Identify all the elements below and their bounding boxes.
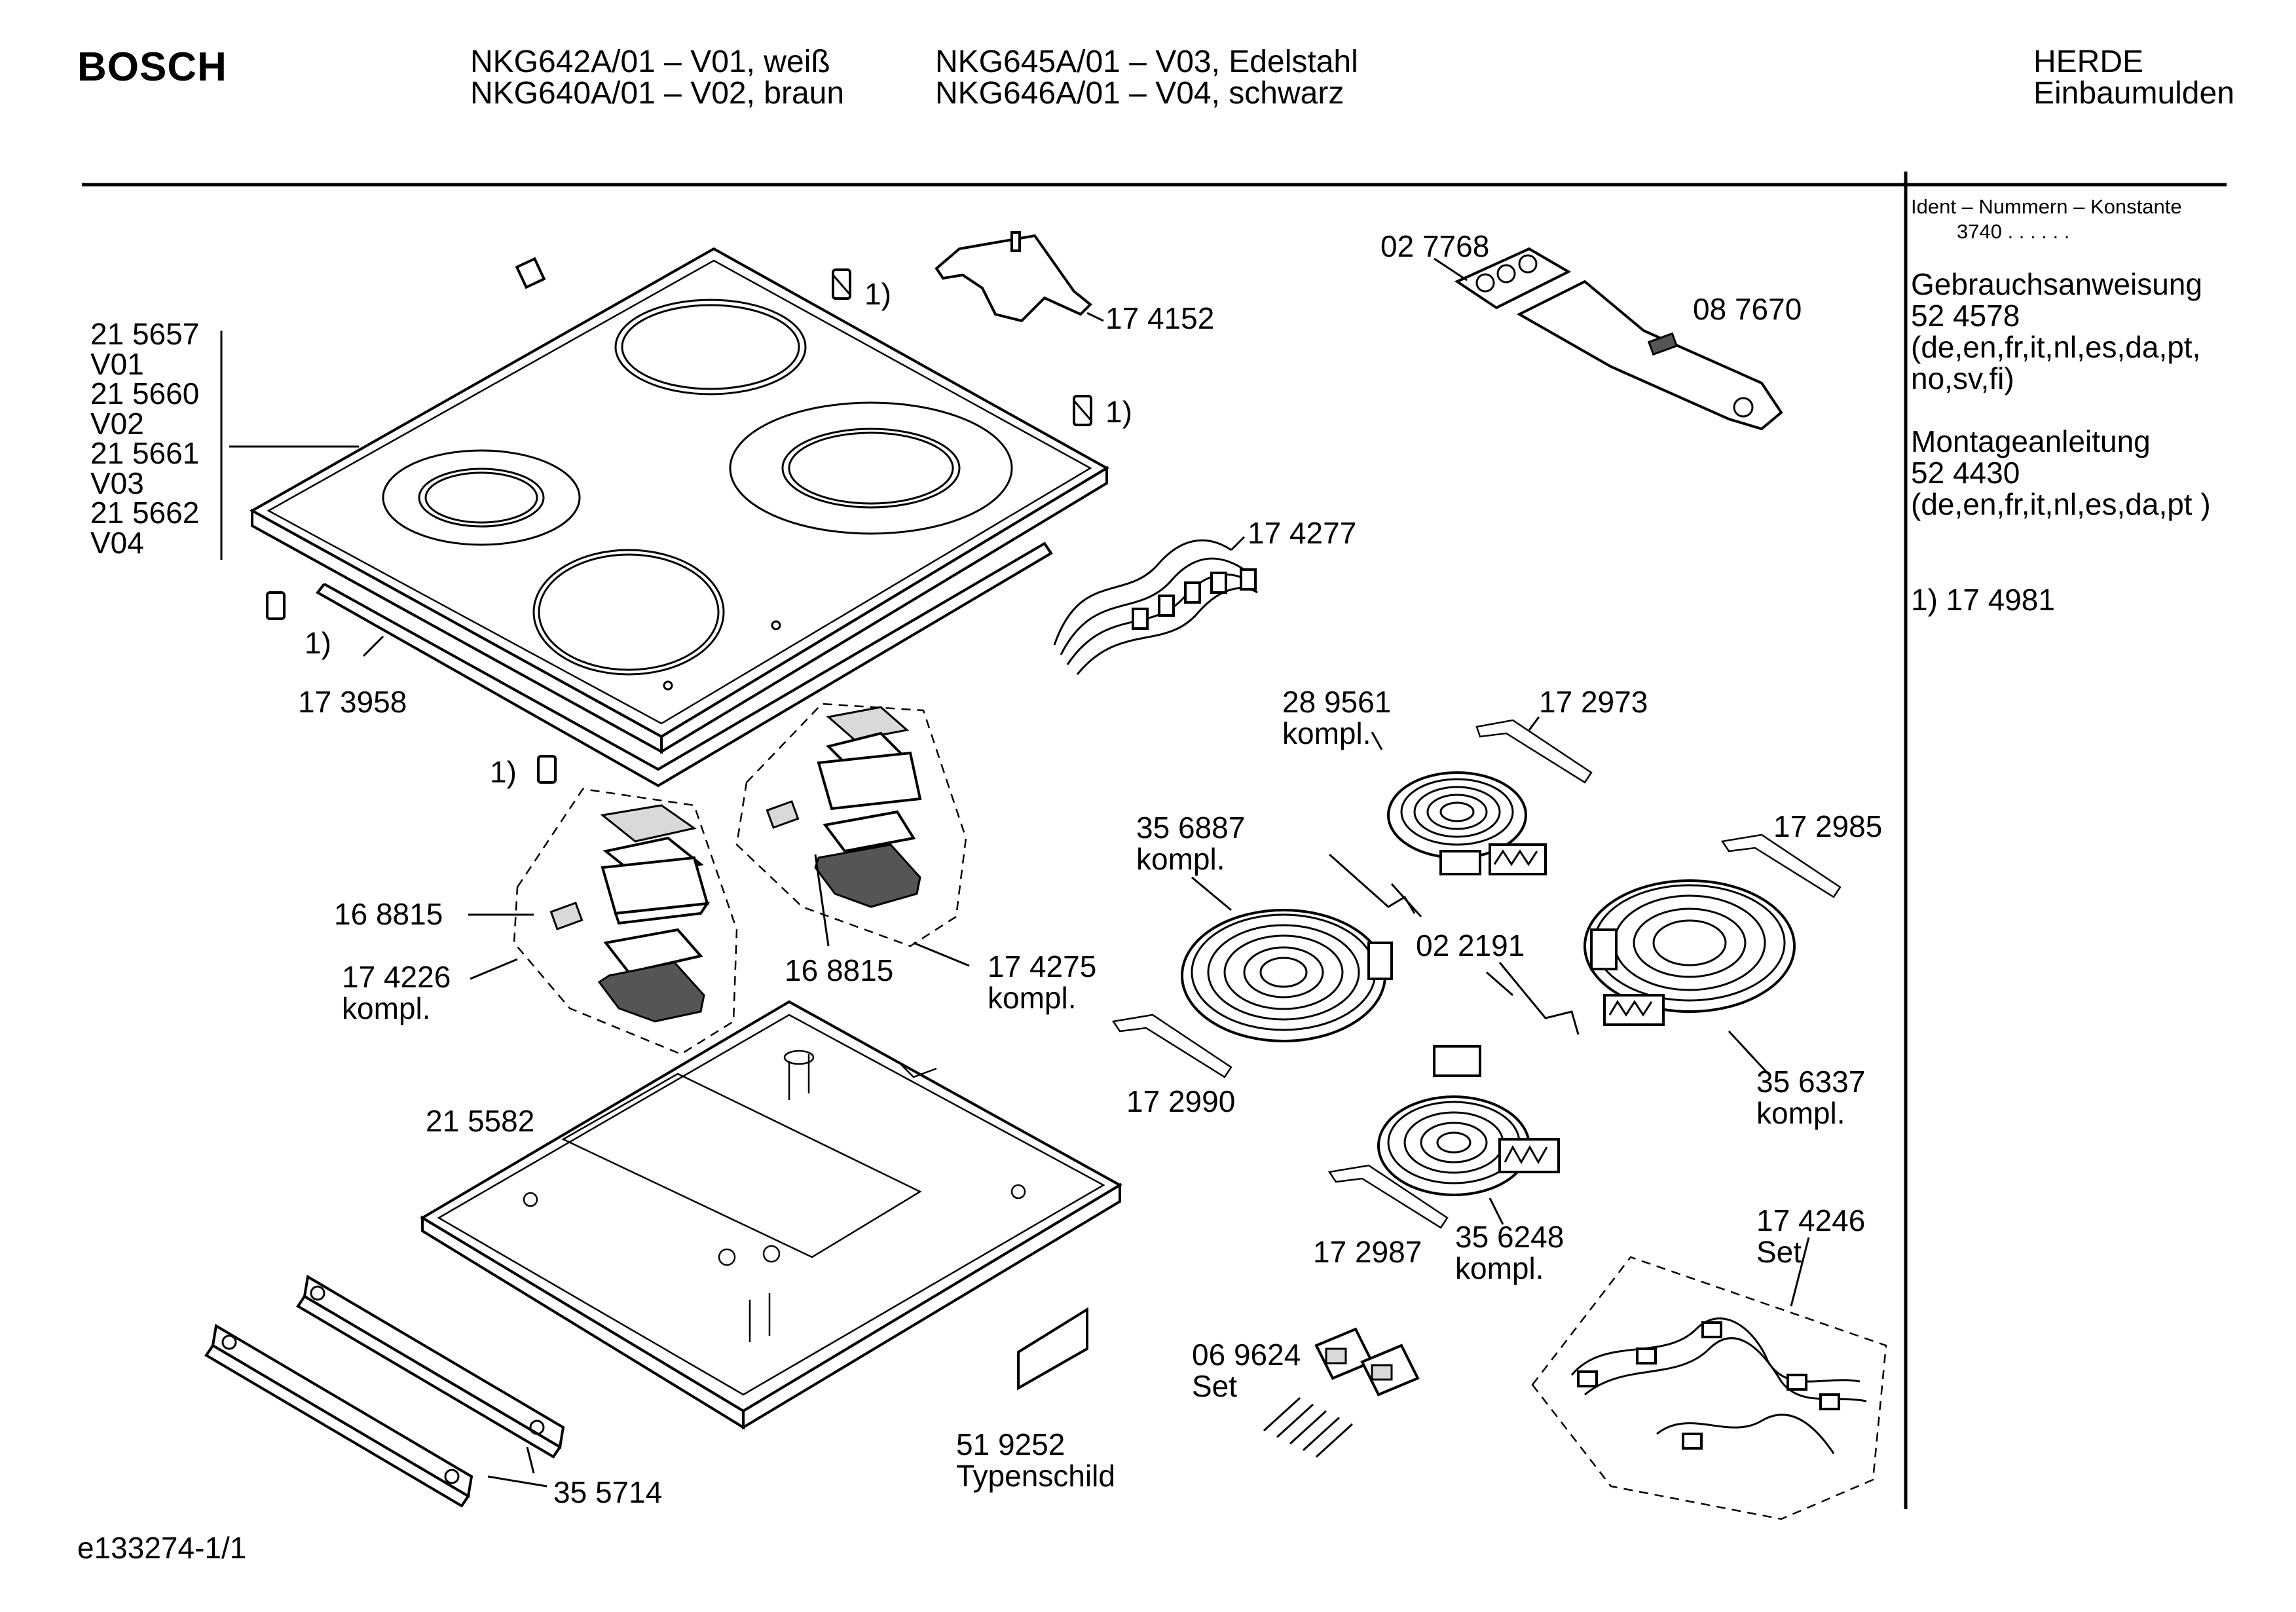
installation-manual-languages: (de,en,fr,it,nl,es,da,pt ): [1911, 487, 2211, 521]
clip-top: [515, 257, 546, 289]
label-356248: 35 6248: [1455, 1220, 1565, 1254]
control-unit-174275: [735, 703, 967, 947]
variant-code: V04: [90, 525, 144, 560]
label-174226-sub: kompl.: [342, 991, 431, 1025]
pad-027768: [1434, 247, 1572, 310]
part-number: 21 5657: [90, 317, 200, 351]
label-174226: 17 4226: [342, 960, 451, 994]
rail-355714-b: [204, 1323, 473, 1508]
label-289561: 28 9561: [1282, 685, 1392, 719]
label-519252-sub: Typenschild: [956, 1459, 1115, 1493]
user-manual-number: 52 4578: [1911, 299, 2020, 333]
label-069624: 06 9624: [1192, 1338, 1301, 1372]
label-069624-sub: Set: [1192, 1369, 1238, 1403]
connector-set-069624: [1263, 1327, 1420, 1458]
bottom-tray-215582: [420, 1000, 1123, 1430]
user-manual-title: Gebrauchsanweisung: [1911, 267, 2202, 301]
footnote-marker: 1): [305, 626, 331, 660]
type-plate-519252: [1017, 1307, 1088, 1391]
user-manual-languages-1: (de,en,fr,it,nl,es,da,pt,: [1911, 330, 2201, 364]
heater-356337: [1583, 879, 1796, 1026]
label-172985: 17 2985: [1773, 809, 1883, 843]
part-number: 21 5662: [90, 496, 200, 530]
bracket-172985: [1720, 833, 1842, 898]
model-line-3: NKG645A/01 – V03, Edelstahl: [935, 45, 1358, 79]
clip-right-b: [1073, 395, 1092, 426]
part-number: 21 5660: [90, 376, 200, 411]
model-line-1: NKG642A/01 – V01, weiß: [470, 45, 830, 79]
clip-center: [537, 755, 557, 784]
label-356337: 35 6337: [1756, 1065, 1866, 1099]
label-172987: 17 2987: [1313, 1235, 1422, 1269]
category-line-1: HERDE: [2033, 45, 2144, 79]
clip-right-a: [832, 268, 851, 300]
model-line-2: NKG640A/01 – V02, braun: [470, 76, 845, 111]
label-519252: 51 9252: [956, 1427, 1065, 1461]
heater-356887: [1181, 909, 1393, 1042]
model-line-4: NKG646A/01 – V04, schwarz: [935, 76, 1344, 111]
clip-left: [266, 591, 286, 620]
label-027768: 02 7768: [1380, 229, 1490, 263]
label-174246: 17 4246: [1756, 1203, 1866, 1237]
heater-289561: [1387, 771, 1547, 875]
label-172973: 17 2973: [1539, 685, 1648, 719]
user-manual-languages-2: no,sv,fi): [1911, 361, 2014, 395]
seal-frame: [316, 541, 1053, 788]
label-168815-mid: 16 8815: [785, 953, 894, 987]
heater-set-174246: [1531, 1237, 1887, 1520]
footnote: 1) 17 4981: [1911, 583, 2055, 617]
part-number: 21 5661: [90, 436, 200, 470]
heater-356248: [1377, 1045, 1560, 1196]
label-174246-sub: Set: [1756, 1235, 1802, 1269]
label-174275: 17 4275: [988, 949, 1097, 983]
wire-022191: [1329, 853, 1580, 1035]
label-173958: 17 3958: [298, 685, 407, 719]
variant-code: V01: [90, 346, 144, 381]
rail-355714-a: [296, 1274, 565, 1459]
installation-manual-number: 52 4430: [1911, 456, 2020, 490]
label-356248-sub: kompl.: [1455, 1251, 1544, 1285]
label-174275-sub: kompl.: [988, 981, 1077, 1015]
ident-value: 3740 . . . . . .: [1957, 220, 2070, 243]
label-087670: 08 7670: [1693, 292, 1802, 326]
installation-manual-title: Montageanleitung: [1911, 424, 2151, 458]
label-172990: 17 2990: [1126, 1084, 1236, 1118]
label-356887-sub: kompl.: [1136, 842, 1225, 876]
bracket-172990: [1111, 1014, 1232, 1078]
category-line-2: Einbaumulden: [2033, 76, 2234, 111]
bracket-172987: [1327, 1164, 1449, 1229]
footnote-marker: 1): [1105, 395, 1132, 429]
label-174277: 17 4277: [1248, 516, 1357, 550]
control-unit-174226: [513, 788, 738, 1055]
label-215582: 21 5582: [426, 1104, 535, 1138]
brand-logo: BOSCH: [77, 45, 227, 90]
label-355714: 35 5714: [553, 1475, 663, 1509]
label-356887: 35 6887: [1136, 811, 1246, 845]
variant-code: V02: [90, 406, 144, 441]
label-168815-left: 16 8815: [334, 897, 443, 931]
glass-top-variant-list: 21 5657 V01 21 5660 V02 21 5661 V03 21 5…: [90, 317, 200, 560]
label-022191: 02 2191: [1416, 928, 1525, 962]
scraper-087670: [1516, 280, 1783, 431]
glass-hob-top: [249, 247, 1109, 754]
footnote-marker: 1): [490, 755, 517, 789]
drawing-id: e133274-1/1: [77, 1531, 247, 1565]
label-356337-sub: kompl.: [1756, 1096, 1845, 1130]
label-289561-sub: kompl.: [1282, 716, 1371, 750]
footnote-marker: 1): [864, 277, 891, 311]
variant-code: V03: [90, 466, 144, 500]
label-174152: 17 4152: [1105, 301, 1215, 335]
wire-harness-174277: [1053, 536, 1258, 675]
glass-top-leader: [220, 331, 359, 560]
ident-heading: Ident – Nummern – Konstante: [1911, 195, 2182, 218]
bracket-174152: [935, 231, 1104, 323]
bracket-172973: [1475, 716, 1593, 784]
